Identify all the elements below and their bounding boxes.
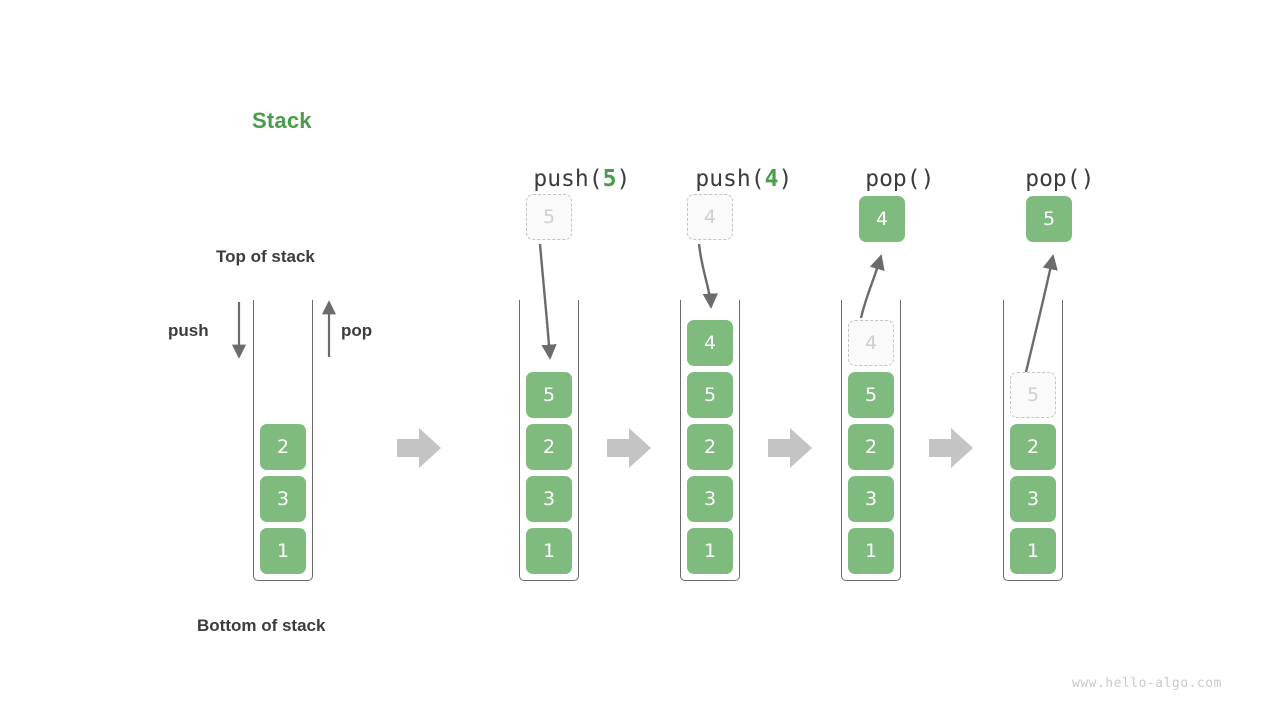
stack-cell-ghost: 4 xyxy=(848,320,894,366)
push-4-motion-arrow xyxy=(697,243,718,309)
op-header-pop-1: pop() xyxy=(796,140,976,192)
op-header-suffix: ) xyxy=(778,166,793,192)
stack-cell: 1 xyxy=(687,528,733,574)
stack-cell: 2 xyxy=(1010,424,1056,470)
watermark: www.hello-algo.com xyxy=(1072,676,1222,691)
floating-ghost-cell: 4 xyxy=(687,194,733,240)
op-header-text: pop() xyxy=(865,166,935,192)
arrow-head xyxy=(629,428,651,468)
stack-cell-ghost: 5 xyxy=(1010,372,1056,418)
stack-container xyxy=(841,300,901,581)
arrow-shaft xyxy=(607,439,631,457)
flow-arrow-icon xyxy=(607,428,651,468)
op-header-suffix: ) xyxy=(616,166,631,192)
stack-cell: 1 xyxy=(260,528,306,574)
stack-cell: 3 xyxy=(260,476,306,522)
op-header-text: push( xyxy=(695,166,765,192)
stack-cell: 3 xyxy=(848,476,894,522)
stack-cell: 5 xyxy=(687,372,733,418)
op-header-pop-2: pop() xyxy=(956,140,1136,192)
op-header-push-4: push(4) xyxy=(640,140,820,192)
push-label: push xyxy=(168,321,209,340)
op-header-text: pop() xyxy=(1025,166,1095,192)
arrow-shaft xyxy=(929,439,953,457)
page-title: Stack xyxy=(252,108,312,133)
pop-label: pop xyxy=(341,321,373,340)
stack-container xyxy=(680,300,740,581)
arrow-head xyxy=(951,428,973,468)
floating-popped-cell: 4 xyxy=(859,196,905,242)
flow-arrow-icon xyxy=(397,428,441,468)
arrow-head xyxy=(419,428,441,468)
flow-arrow-icon xyxy=(768,428,812,468)
op-header-text: push( xyxy=(533,166,603,192)
stack-cell: 5 xyxy=(526,372,572,418)
floating-ghost-cell: 5 xyxy=(526,194,572,240)
stack-cell: 3 xyxy=(526,476,572,522)
arrow-shaft xyxy=(768,439,792,457)
op-header-arg: 4 xyxy=(764,166,779,192)
stack-container xyxy=(1003,300,1063,581)
stack-cell: 2 xyxy=(687,424,733,470)
stack-cell: 1 xyxy=(526,528,572,574)
stack-container xyxy=(519,300,579,581)
floating-popped-cell: 5 xyxy=(1026,196,1072,242)
stack-cell: 3 xyxy=(687,476,733,522)
flow-arrow-icon xyxy=(929,428,973,468)
arrow-head xyxy=(790,428,812,468)
bottom-of-stack-label: Bottom of stack xyxy=(197,616,326,635)
op-header-arg: 5 xyxy=(602,166,617,192)
stack-cell: 4 xyxy=(687,320,733,366)
stack-cell: 5 xyxy=(848,372,894,418)
stack-cell: 2 xyxy=(260,424,306,470)
top-of-stack-label: Top of stack xyxy=(216,247,315,266)
stack-cell: 2 xyxy=(526,424,572,470)
stack-container xyxy=(253,300,313,581)
stack-cell: 2 xyxy=(848,424,894,470)
stack-cell: 1 xyxy=(1010,528,1056,574)
stack-cell: 1 xyxy=(848,528,894,574)
arrow-shaft xyxy=(397,439,421,457)
op-header-push-5: push(5) xyxy=(478,140,658,192)
stack-cell: 3 xyxy=(1010,476,1056,522)
